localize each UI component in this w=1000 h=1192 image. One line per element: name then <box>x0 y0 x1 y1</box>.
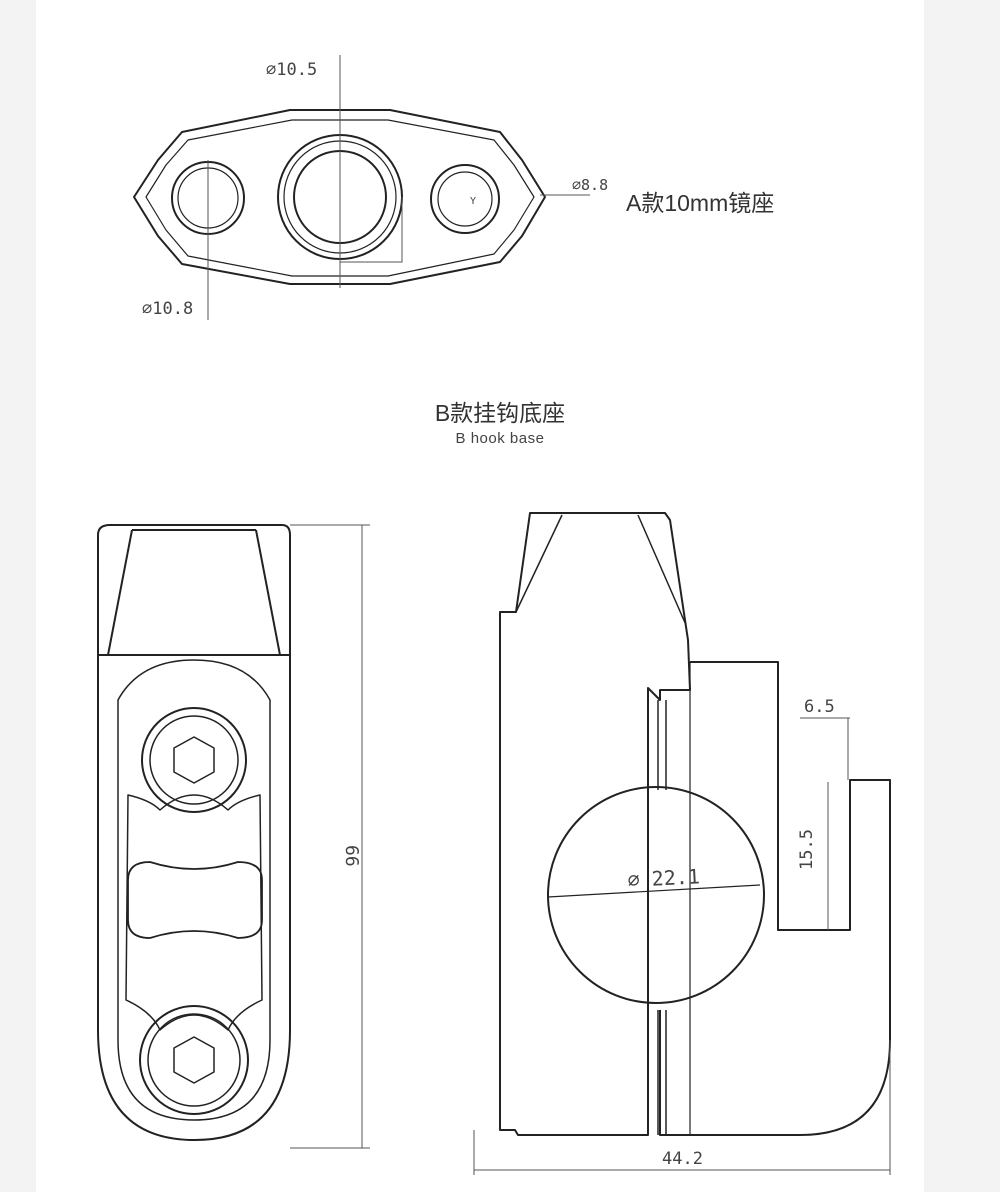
dim-hook-depth: 15.5 <box>797 829 817 870</box>
axis-label: Y <box>470 196 476 207</box>
variant-a-title: A款10mm镜座 <box>626 190 775 216</box>
dim-height: 66 <box>341 845 362 867</box>
hook-base-front-view <box>97 524 291 1141</box>
dimension-lines <box>207 55 891 1175</box>
drawing-sheet <box>36 0 924 1192</box>
variant-b-title-cn: B款挂钩底座 <box>434 400 566 426</box>
dim-center-hole: ∅10.5 <box>266 60 317 80</box>
hook-base-side-view <box>499 512 891 1136</box>
dim-width: 44.2 <box>662 1149 703 1169</box>
dim-left-hole: ∅10.8 <box>142 299 193 319</box>
variant-b-title-en: B hook base <box>455 430 545 447</box>
dim-clamp-diameter: ∅ 22.1 <box>627 864 700 892</box>
dim-hook-width: 6.5 <box>804 697 835 717</box>
dim-right-hole: ∅8.8 <box>572 176 608 194</box>
